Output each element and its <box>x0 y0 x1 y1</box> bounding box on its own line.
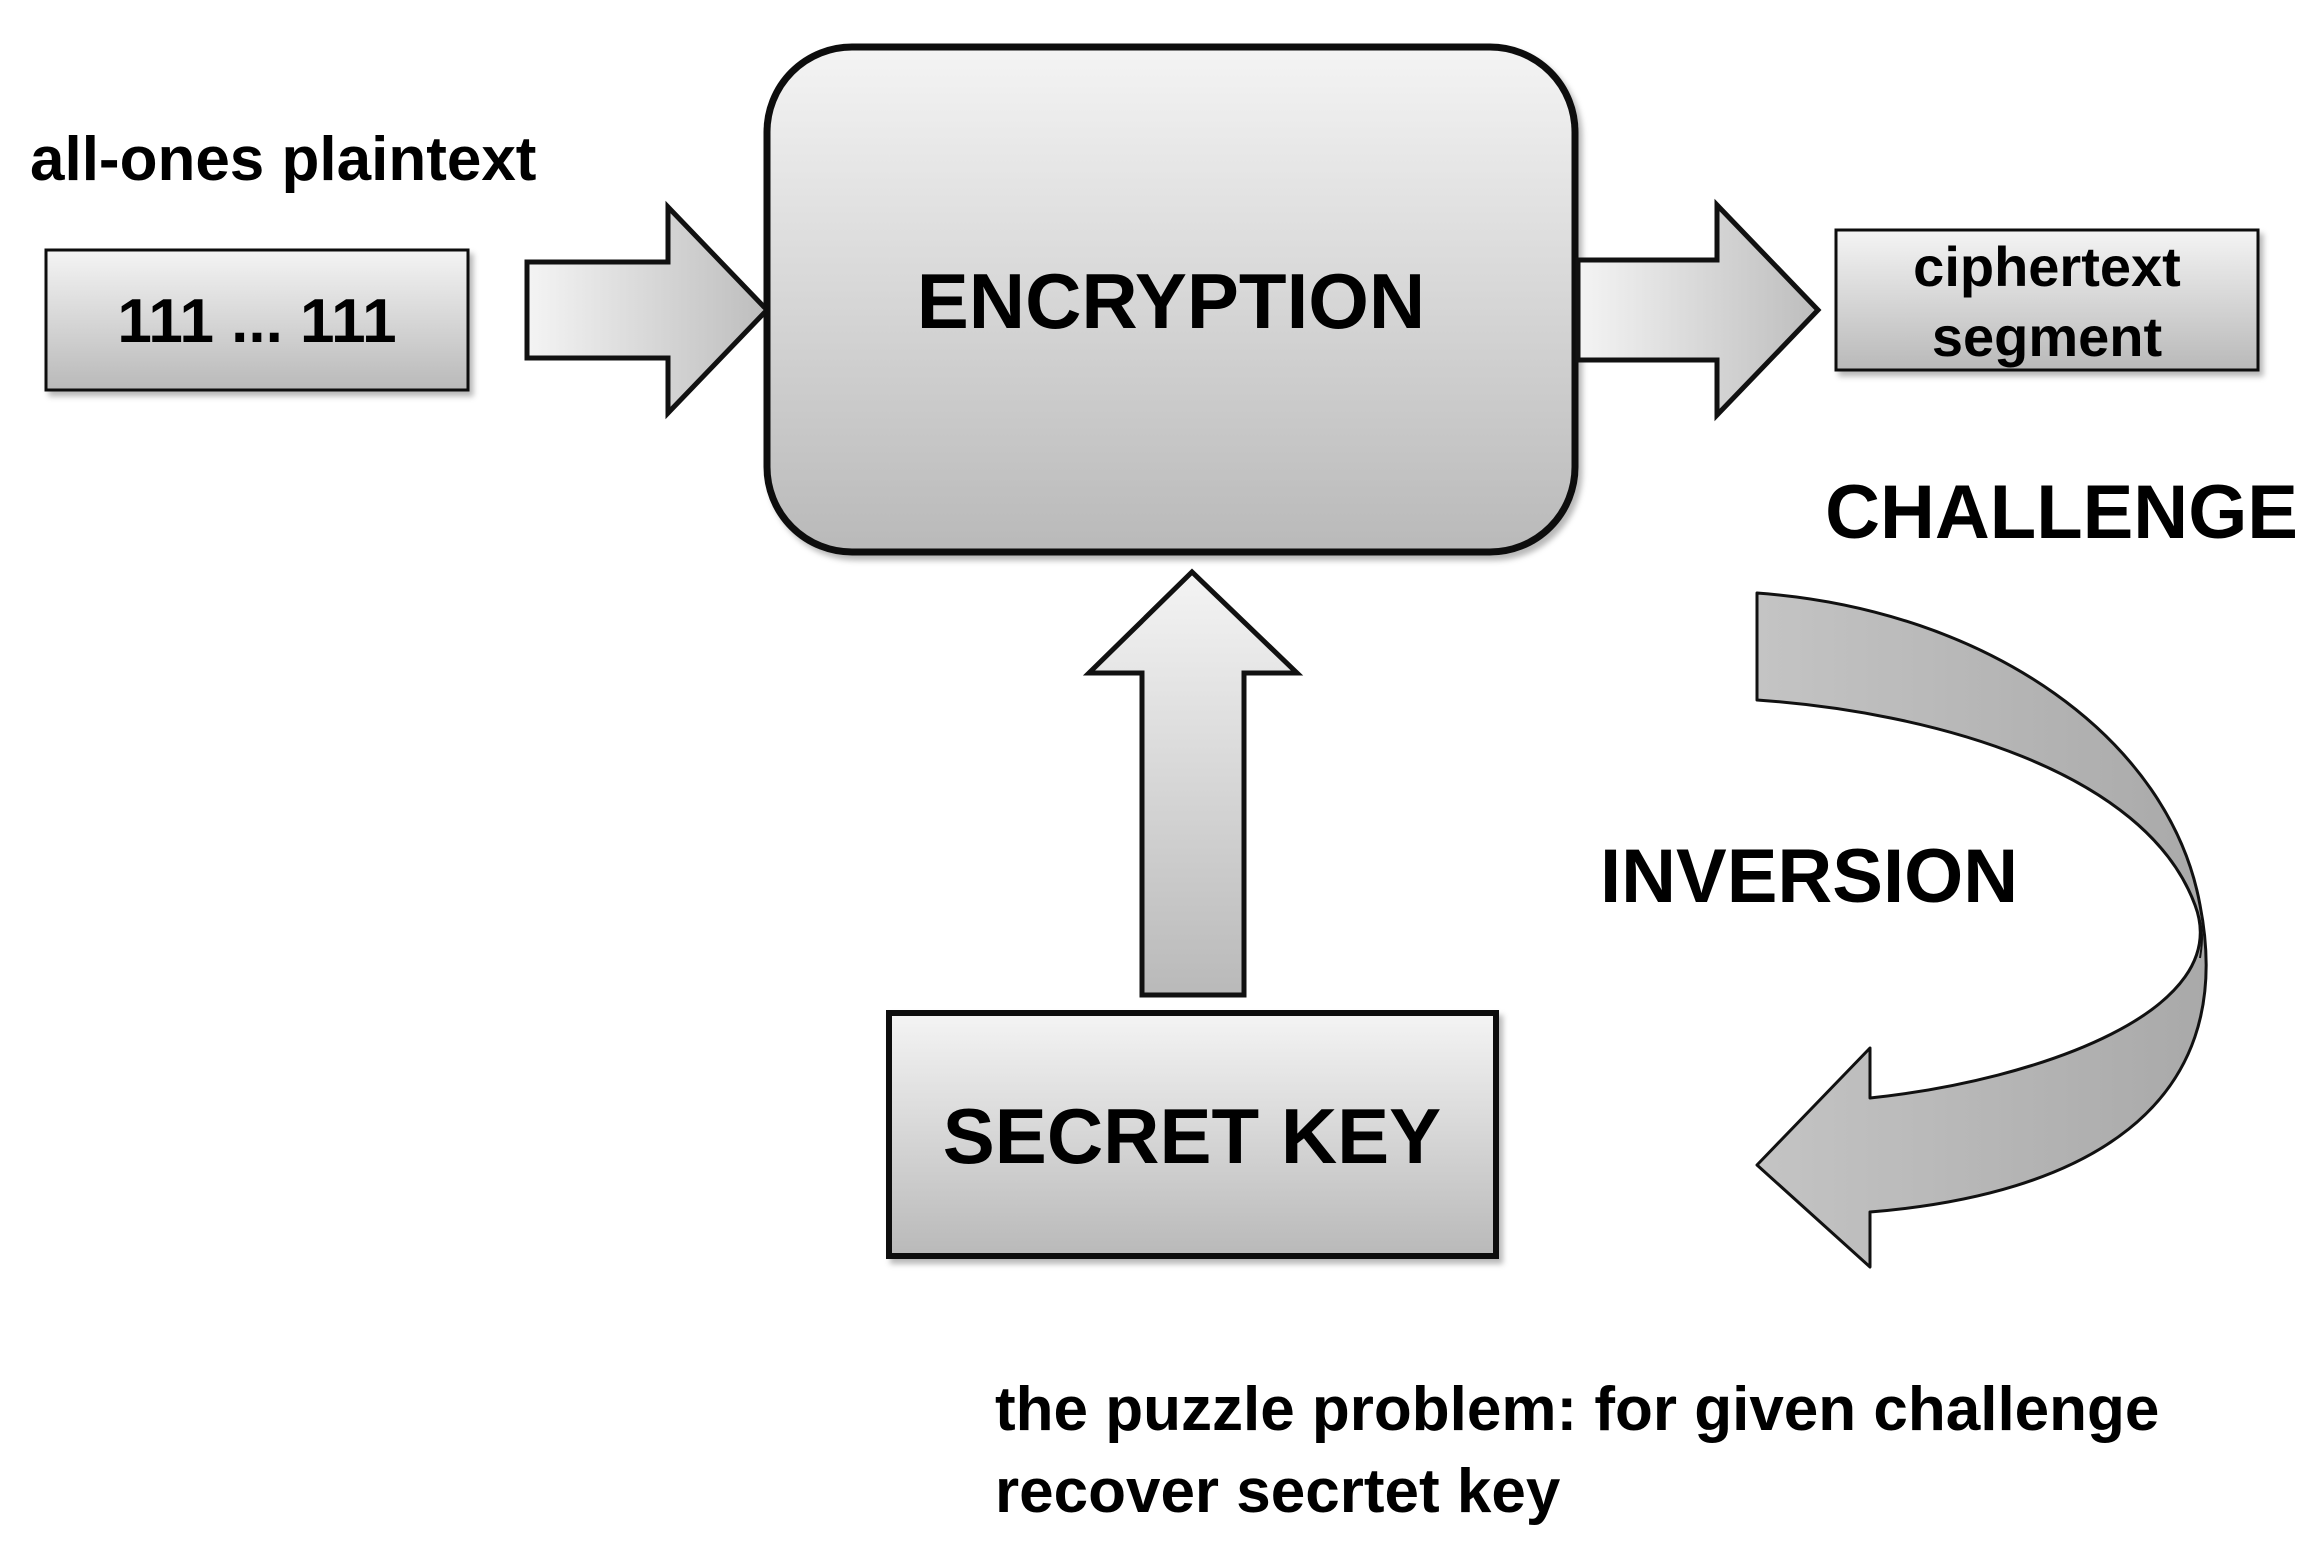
secret-key-label: SECRET KEY <box>943 1092 1441 1180</box>
plaintext-box: 111 ... 111 <box>44 248 470 392</box>
plaintext-caption: all-ones plaintext <box>30 125 536 194</box>
encryption-block: ENCRYPTION <box>763 43 1579 556</box>
ciphertext-box: ciphertext segment <box>1834 228 2260 372</box>
plaintext-value: 111 ... 111 <box>117 287 396 356</box>
puzzle-text-line1: the puzzle problem: for given challenge <box>995 1375 2159 1444</box>
ciphertext-label-line2: segment <box>1932 305 2162 368</box>
ciphertext-label-line1: ciphertext <box>1913 235 2181 298</box>
output-arrow <box>1575 198 1822 422</box>
inversion-label: INVERSION <box>1600 834 2018 919</box>
puzzle-text-line2: recover secrtet key <box>995 1457 1561 1526</box>
key-arrow <box>1082 568 1304 998</box>
secret-key-block: SECRET KEY <box>886 1010 1499 1259</box>
input-arrow <box>524 200 771 420</box>
challenge-label: CHALLENGE <box>1825 470 2298 555</box>
encryption-label: ENCRYPTION <box>917 257 1426 345</box>
inversion-curved-arrow <box>1755 591 2208 1269</box>
